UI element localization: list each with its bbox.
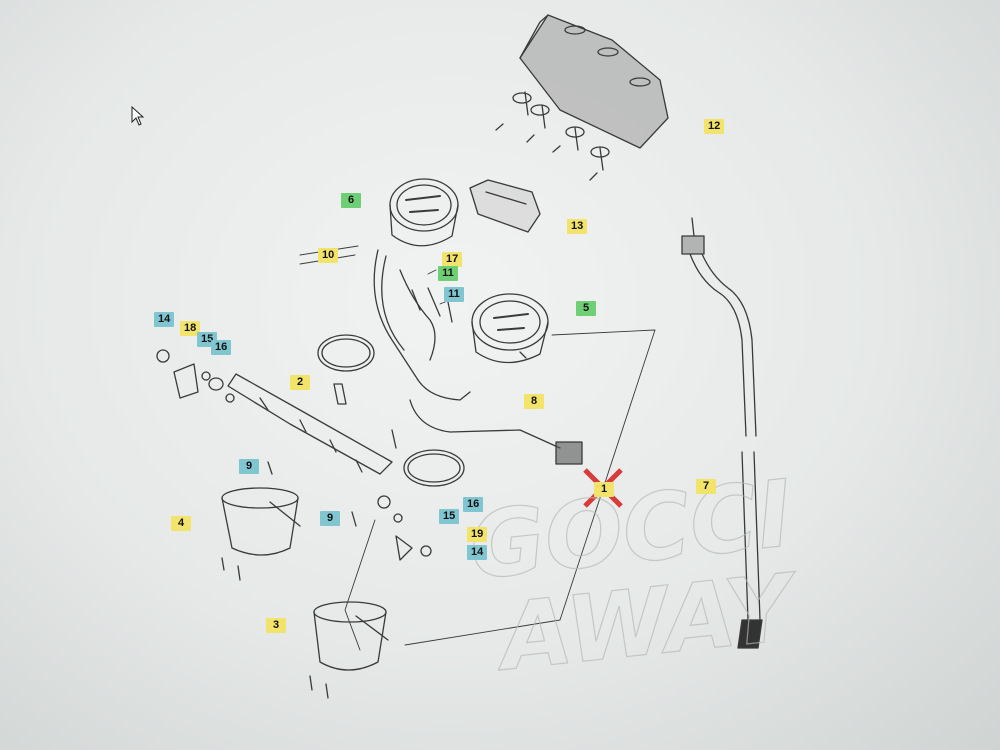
part-left-hardware	[156, 349, 235, 403]
callout-15-b: 15	[439, 509, 460, 524]
mouse-cursor-icon	[131, 106, 145, 126]
callout-17: 17	[442, 252, 463, 267]
callout-3: 3	[266, 618, 286, 633]
callout-9-b: 9	[320, 511, 340, 526]
part-7-cable	[681, 217, 763, 649]
callout-16-b: 16	[463, 497, 484, 512]
part-2-bracket	[227, 334, 465, 487]
callout-4: 4	[171, 516, 191, 531]
callout-8: 8	[524, 394, 544, 409]
part-6-gauge	[389, 178, 459, 247]
part-harness	[373, 249, 583, 465]
leader-lines	[299, 245, 656, 651]
callout-16-a: 16	[211, 340, 232, 355]
callout-1: 1	[594, 482, 614, 497]
part-3-housing	[309, 601, 389, 699]
part-center-hardware	[267, 461, 432, 561]
callout-11-a: 11	[438, 266, 458, 281]
part-12-cover	[495, 14, 669, 181]
part-5-gauge	[471, 293, 549, 364]
callout-14-a: 14	[154, 312, 175, 327]
callout-6: 6	[341, 193, 361, 208]
callout-14-b: 14	[467, 545, 488, 560]
callout-5: 5	[576, 301, 596, 316]
callout-11-b: 11	[444, 287, 464, 302]
callout-9-a: 9	[239, 459, 259, 474]
callout-13: 13	[567, 219, 588, 234]
callout-7: 7	[696, 479, 716, 494]
part-13-indicator	[469, 179, 541, 233]
part-4-housing	[221, 487, 301, 581]
watermark: GOCCI AWAY	[464, 460, 806, 693]
callout-10: 10	[318, 248, 339, 263]
callout-2: 2	[290, 375, 310, 390]
callout-19: 19	[467, 527, 488, 542]
callout-12: 12	[704, 119, 725, 134]
callout-18: 18	[180, 321, 201, 336]
